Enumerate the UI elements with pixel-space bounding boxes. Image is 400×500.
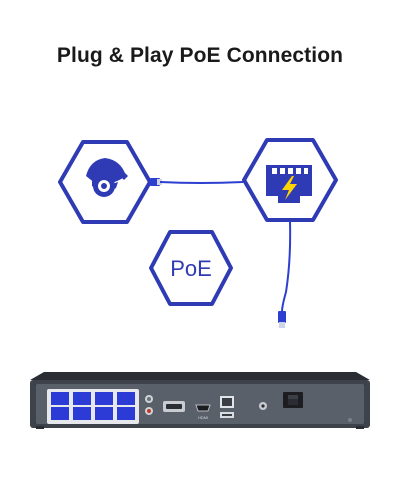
power-jack xyxy=(259,402,267,410)
poe-badge-text: PoE xyxy=(170,256,212,281)
poe-port-block xyxy=(47,389,139,424)
camera-cable xyxy=(150,178,244,186)
camera-node xyxy=(58,140,152,224)
network-port-icon xyxy=(266,165,312,203)
power-switch xyxy=(283,392,303,408)
lan-port xyxy=(220,396,234,408)
nvr-cable xyxy=(278,220,292,328)
screw-icon xyxy=(348,418,352,422)
poe-badge-icon: PoE xyxy=(149,230,233,306)
dome-camera-icon xyxy=(86,158,128,197)
hdmi-label: HDMI xyxy=(198,415,208,420)
poe-hexagon xyxy=(149,230,233,306)
nvr-recorder: HDMI xyxy=(30,372,370,429)
vga-port xyxy=(163,401,185,412)
usb-port xyxy=(220,412,234,418)
switch-node xyxy=(242,138,338,222)
headline: Plug & Play PoE Connection xyxy=(56,44,344,67)
hdmi-port: HDMI xyxy=(195,404,211,420)
audio-jacks xyxy=(145,395,153,415)
